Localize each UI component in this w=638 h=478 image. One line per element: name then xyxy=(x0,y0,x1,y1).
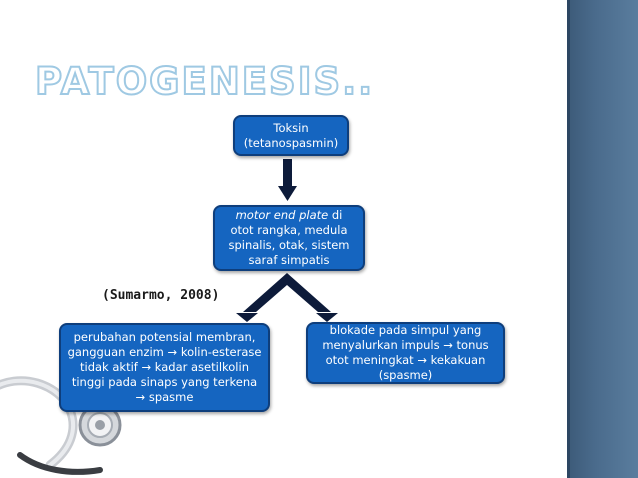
arrow-down xyxy=(278,159,297,201)
node-left-line5: → spasme xyxy=(135,390,194,404)
node-left-line2: gangguan enzim → kolin-esterase xyxy=(67,345,262,359)
node-motor-line4: saraf simpatis xyxy=(248,253,330,267)
node-left-line1: perubahan potensial membran, xyxy=(73,330,256,344)
node-right-line4: (spasme) xyxy=(378,368,433,382)
node-motor-end-plate: motor end plate di otot rangka, medula s… xyxy=(213,205,365,271)
citation: (Sumarmo, 2008) xyxy=(102,288,220,303)
node-motor-italic: motor end plate xyxy=(235,208,329,222)
node-left-line4: tinggi pada sinaps yang terkena xyxy=(71,375,258,389)
sidebar-decoration xyxy=(567,0,638,478)
node-right-line3: otot meningkat → kekakuan xyxy=(325,353,486,367)
node-left-effect: perubahan potensial membran, gangguan en… xyxy=(59,323,270,412)
node-right-effect: blokade pada simpul yang menyalurkan imp… xyxy=(306,322,505,384)
node-toksin-line1: Toksin xyxy=(273,120,309,135)
node-motor-rest: di xyxy=(328,208,343,222)
arrow-split xyxy=(236,273,338,322)
node-toksin: Toksin (tetanospasmin) xyxy=(233,115,349,156)
node-right-line1: blokade pada simpul yang xyxy=(329,323,482,337)
stethoscope-icon xyxy=(0,376,122,475)
node-motor-line2: otot rangka, medula xyxy=(230,223,348,237)
node-right-line2: menyalurkan impuls → tonus xyxy=(322,338,489,352)
node-toksin-line2: (tetanospasmin) xyxy=(243,135,339,150)
node-left-line3: tidak aktif → kadar asetilkolin xyxy=(80,360,249,374)
slide-title: PATOGENESIS.. xyxy=(34,59,375,104)
node-motor-line3: spinalis, otak, sistem xyxy=(228,238,350,252)
node-motor-line1: motor end plate di xyxy=(228,208,349,223)
